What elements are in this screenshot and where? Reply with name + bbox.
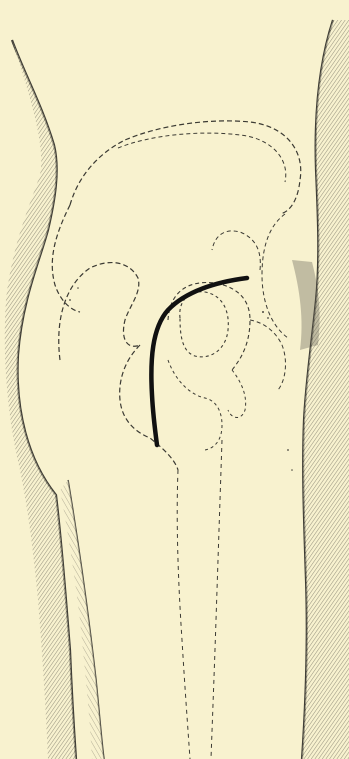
left-shading: [5, 40, 76, 759]
right-deep-shadow: [292, 260, 320, 350]
sacral-line-dashed: [262, 214, 288, 338]
stipple-marks: [69, 287, 293, 471]
pelvic-wing-dashed: [59, 263, 140, 360]
lesser-trochanter-dashed: [205, 425, 222, 450]
femur-shaft-right: [211, 440, 222, 759]
femur-shaft-left: [177, 470, 190, 759]
incision-line: [151, 278, 247, 445]
iliac-crest-dashed: [70, 121, 301, 214]
ilium-left-dashed: [52, 205, 80, 312]
right-shading: [302, 20, 349, 759]
sacrum-dashed: [212, 231, 260, 270]
femoral-neck-dashed: [168, 360, 222, 425]
femoral-head-dashed: [180, 292, 229, 357]
trochanter-dashed: [120, 345, 178, 470]
iliac-inner-dashed: [118, 133, 286, 182]
ischium-dashed: [228, 370, 246, 418]
